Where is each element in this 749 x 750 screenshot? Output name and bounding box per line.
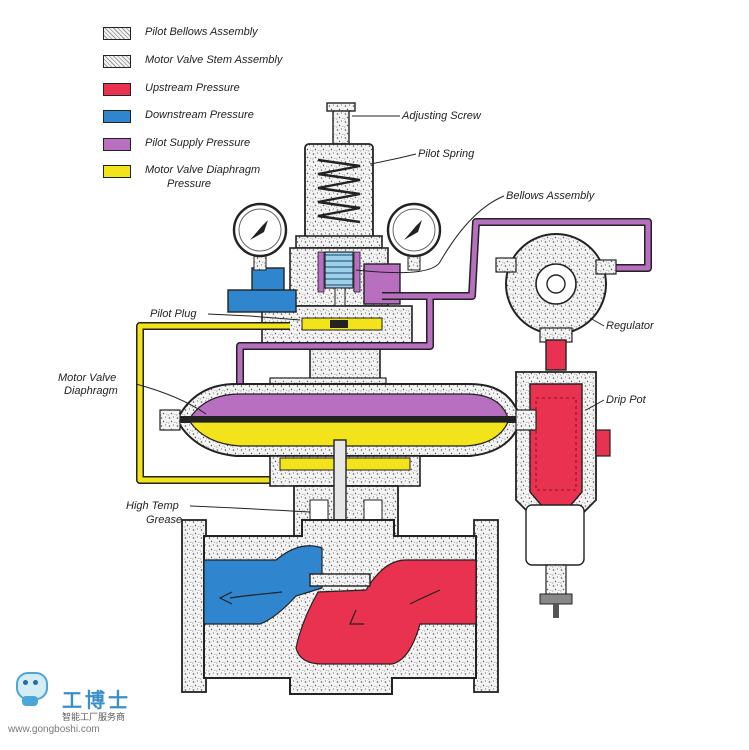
pilot-assembly (261, 102, 413, 395)
robot-mascot-icon (12, 670, 48, 708)
downstream-region (203, 545, 323, 625)
callout-high-temp-grease-line2: Grease (146, 514, 183, 526)
legend-swatch-upstream (103, 83, 131, 96)
diaphragm-loading-tubing (136, 322, 290, 484)
legend-label-pilot-supply: Pilot Supply Pressure (145, 137, 251, 149)
diaphragm-housing (159, 377, 537, 487)
legend-label-diaphragm: Motor Valve Diaphragm (145, 164, 261, 176)
upstream-region (295, 559, 477, 665)
watermark: 工博士 智能工厂服务商 www.gongboshi.com (8, 670, 148, 740)
legend-label-upstream: Upstream Pressure (145, 82, 240, 94)
legend-swatch-downstream (103, 110, 131, 123)
valve-body (181, 519, 499, 695)
callout-pilot-spring: Pilot Spring (418, 148, 475, 160)
callout-high-temp-grease: High Temp (126, 500, 179, 512)
valve-plug (309, 573, 371, 587)
leader-lines (135, 115, 605, 513)
callout-drip-pot: Drip Pot (606, 394, 646, 406)
legend-swatch-pilot-bellows (103, 27, 131, 40)
callout-motor-valve-diaphragm-line2: Diaphragm (64, 385, 118, 397)
legend-swatch-diaphragm (103, 165, 131, 178)
bellows-coil (324, 251, 354, 289)
callout-regulator: Regulator (606, 320, 654, 332)
legend-swatch-pilot-supply (103, 138, 131, 151)
callout-adjusting-screw: Adjusting Screw (402, 110, 481, 122)
gauge-left (227, 202, 297, 313)
callout-motor-valve-diaphragm: Motor Valve (58, 372, 117, 384)
legend-label-pilot-bellows: Pilot Bellows Assembly (145, 26, 258, 38)
legend-label-downstream: Downstream Pressure (145, 109, 254, 121)
legend-label-diaphragm-line2: Pressure (167, 178, 212, 190)
watermark-brand: 工博士 (62, 690, 131, 712)
callout-bellows-assembly: Bellows Assembly (506, 190, 595, 202)
pilot-spring-coil (317, 158, 361, 224)
watermark-url: www.gongboshi.com (8, 724, 100, 735)
legend-swatch-motor-valve-stem (103, 55, 131, 68)
callout-pilot-plug: Pilot Plug (150, 308, 197, 320)
regulator (495, 233, 617, 343)
watermark-slogan: 智能工厂服务商 (62, 712, 126, 722)
drip-pot (515, 339, 611, 618)
legend-label-motor-valve-stem: Motor Valve Stem Assembly (145, 54, 283, 66)
